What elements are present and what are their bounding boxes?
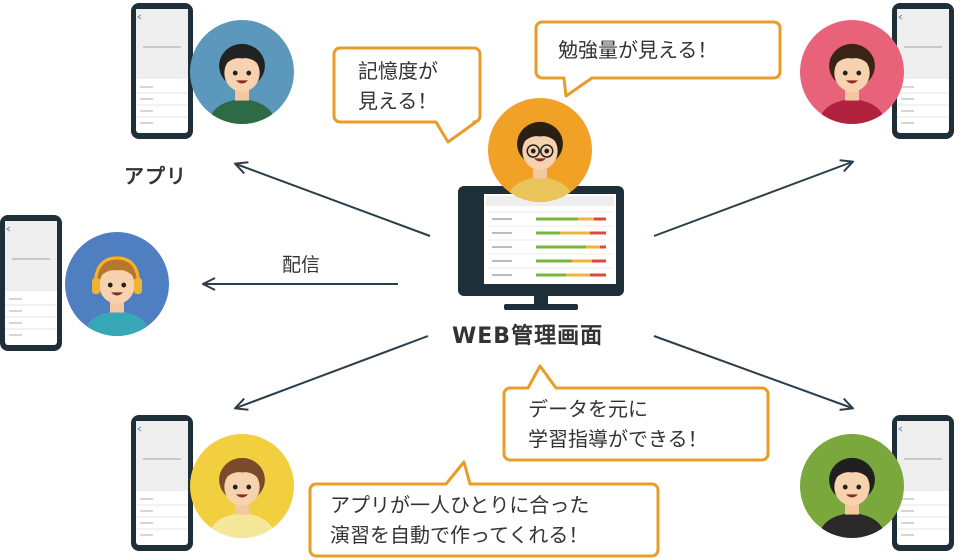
deliver-label: 配信 bbox=[282, 254, 321, 276]
bubble-exercise-text: アプリが一人ひとりに合った 演習を自動で作ってくれる！ bbox=[330, 490, 589, 550]
arrows bbox=[204, 162, 852, 408]
bubble-guidance bbox=[502, 364, 770, 462]
arrow-to-top-right bbox=[653, 162, 852, 237]
monitor-rows bbox=[488, 211, 612, 277]
bubble-guidance-line-2: 学習指導ができる！ bbox=[528, 427, 708, 451]
bubble-exercise bbox=[308, 460, 660, 558]
bubble-exercise-line-1: アプリが一人ひとりに合った bbox=[330, 493, 590, 517]
avatars bbox=[65, 20, 904, 538]
bubble-study-line-1: 勉強量が見える！ bbox=[558, 38, 718, 62]
bubble-memory-text: 記憶度が 見える！ bbox=[358, 56, 438, 116]
avatar-teacher bbox=[488, 98, 592, 202]
phone-top-left bbox=[130, 2, 194, 140]
phone-middle-left bbox=[0, 214, 63, 352]
bubble-guidance-text: データを元に 学習指導ができる！ bbox=[528, 394, 708, 454]
avatar-student-top-right bbox=[800, 20, 904, 124]
monitor bbox=[458, 186, 624, 310]
avatar-student-bottom-right bbox=[800, 434, 904, 538]
bubble-study bbox=[534, 20, 782, 98]
bubble-memory bbox=[332, 46, 482, 144]
arrow-to-top-left bbox=[236, 164, 431, 237]
app-label: アプリ bbox=[124, 164, 187, 188]
web-admin-label: WEB管理画面 bbox=[452, 324, 604, 349]
phone-bottom-left bbox=[130, 414, 194, 552]
avatar-student-bottom-left bbox=[190, 434, 294, 538]
bubble-study-text: 勉強量が見える！ bbox=[558, 35, 717, 65]
bubble-exercise-line-2: 演習を自動で作ってくれる！ bbox=[330, 523, 589, 547]
bubble-memory-line-2: 見える！ bbox=[358, 89, 438, 113]
avatar-student-middle-left bbox=[65, 232, 169, 336]
avatar-student-top-left bbox=[190, 20, 294, 124]
bubble-memory-line-1: 記憶度が bbox=[358, 59, 438, 83]
arrow-to-bottom-right bbox=[653, 335, 852, 408]
arrow-to-bottom-left bbox=[236, 335, 429, 408]
bubble-guidance-line-1: データを元に bbox=[528, 397, 648, 421]
